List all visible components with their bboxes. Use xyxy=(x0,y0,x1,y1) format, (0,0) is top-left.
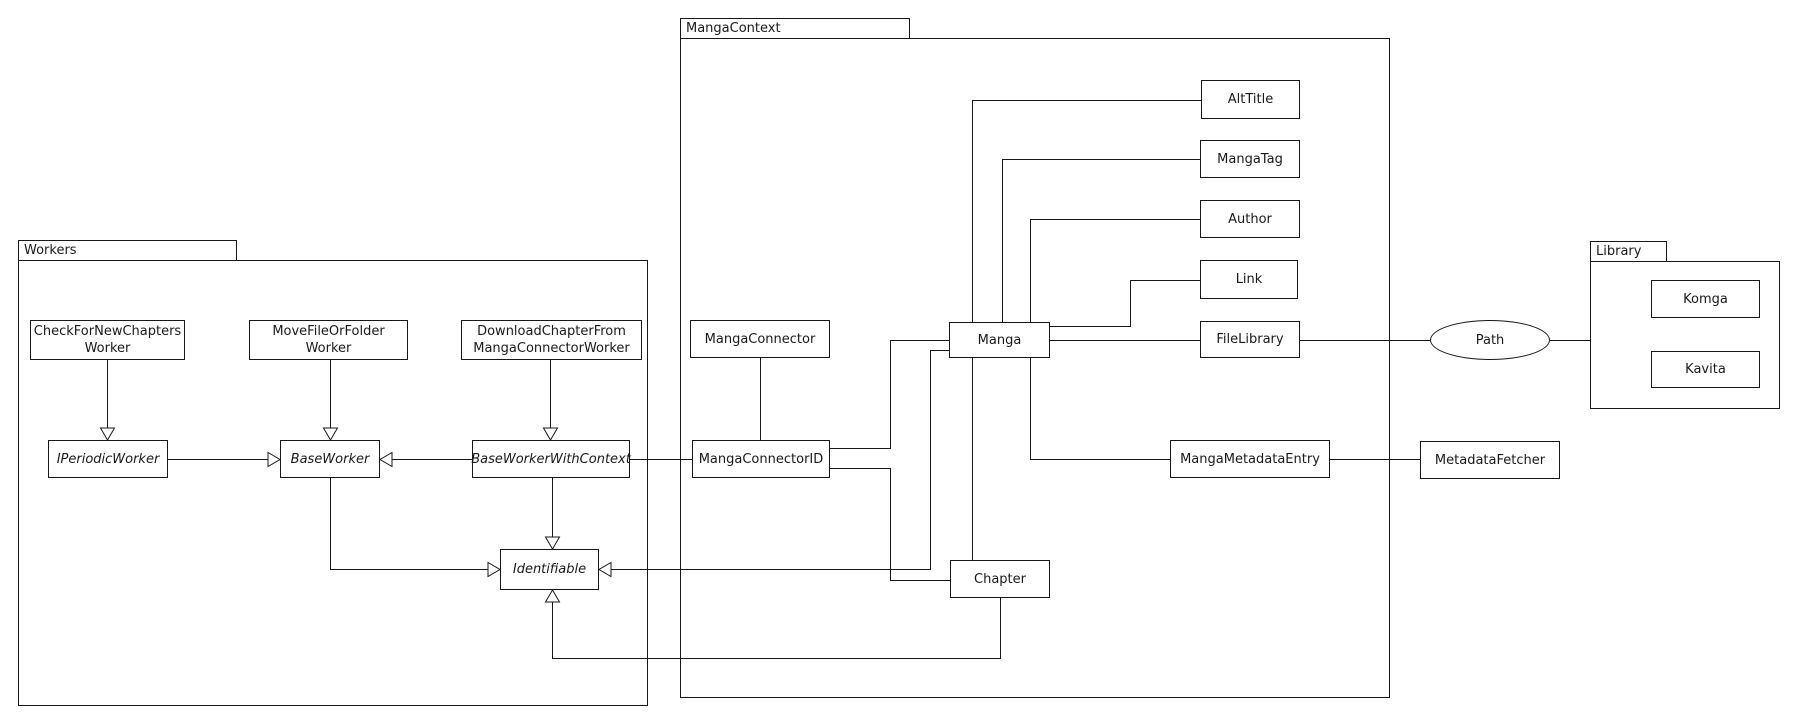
node-komga: Komga xyxy=(1651,280,1760,318)
edge-baseworker-identifiable xyxy=(330,478,488,570)
arrowhead-right-baseworker-left xyxy=(267,451,281,468)
arrowhead-right-identifiable-left xyxy=(487,561,501,578)
node-manga-metadata-entry: MangaMetadataEntry xyxy=(1170,440,1330,478)
package-tab-manga-context: MangaContext xyxy=(680,18,910,39)
arrowhead-down-bwwc xyxy=(542,427,559,441)
node-base-worker: BaseWorker xyxy=(280,440,380,478)
package-tab-workers: Workers xyxy=(18,240,237,261)
node-move-file-or-folder-worker: MoveFileOrFolder Worker xyxy=(249,320,408,360)
node-path-ellipse: Path xyxy=(1430,320,1550,360)
package-body-library xyxy=(1590,261,1780,409)
node-download-chapter-from-manga-connector-worker: DownloadChapterFrom MangaConnectorWorker xyxy=(461,320,642,360)
edge-chapter-identifiable xyxy=(552,598,1001,659)
edge-manga-identifiable xyxy=(611,350,949,570)
edge-manga-alttitle xyxy=(972,100,1201,322)
edge-manga-mangatag xyxy=(1002,159,1200,322)
node-metadata-fetcher: MetadataFetcher xyxy=(1420,441,1560,479)
node-i-periodic-worker: IPeriodicWorker xyxy=(48,440,168,478)
node-base-worker-with-context: BaseWorkerWithContext xyxy=(471,440,631,478)
node-manga-connector: MangaConnector xyxy=(690,320,830,358)
node-manga-tag: MangaTag xyxy=(1200,140,1300,178)
edge-mangaconnectorid-manga xyxy=(830,340,949,449)
arrowhead-up-identifiable-bottom xyxy=(544,589,561,603)
edge-manga-link xyxy=(1050,280,1200,327)
node-manga-connector-id: MangaConnectorID xyxy=(692,440,830,478)
node-file-library: FileLibrary xyxy=(1200,321,1300,358)
arrowhead-left-baseworker-right xyxy=(379,451,393,468)
node-identifiable: Identifiable xyxy=(500,549,599,590)
node-check-for-new-chapters-worker: CheckForNewChapters Worker xyxy=(30,320,185,360)
arrowhead-down-identifiable-top xyxy=(544,536,561,550)
edge-manga-mangametadataentry xyxy=(1030,358,1170,460)
arrowhead-left-identifiable-right xyxy=(598,561,612,578)
package-body-workers xyxy=(18,260,648,706)
node-chapter: Chapter xyxy=(950,560,1050,598)
node-alt-title: AltTitle xyxy=(1201,80,1300,119)
node-manga: Manga xyxy=(949,322,1050,358)
arrowhead-down-iperiodicworker xyxy=(99,427,116,441)
edge-mangaconnectorid-chapter xyxy=(830,468,950,581)
package-tab-library: Library xyxy=(1590,241,1667,262)
node-kavita: Kavita xyxy=(1651,351,1760,388)
edge-manga-author xyxy=(1030,219,1200,322)
node-author: Author xyxy=(1200,200,1300,238)
package-body-manga-context xyxy=(680,38,1390,698)
node-link: Link xyxy=(1200,260,1298,299)
arrowhead-down-baseworker xyxy=(322,427,339,441)
